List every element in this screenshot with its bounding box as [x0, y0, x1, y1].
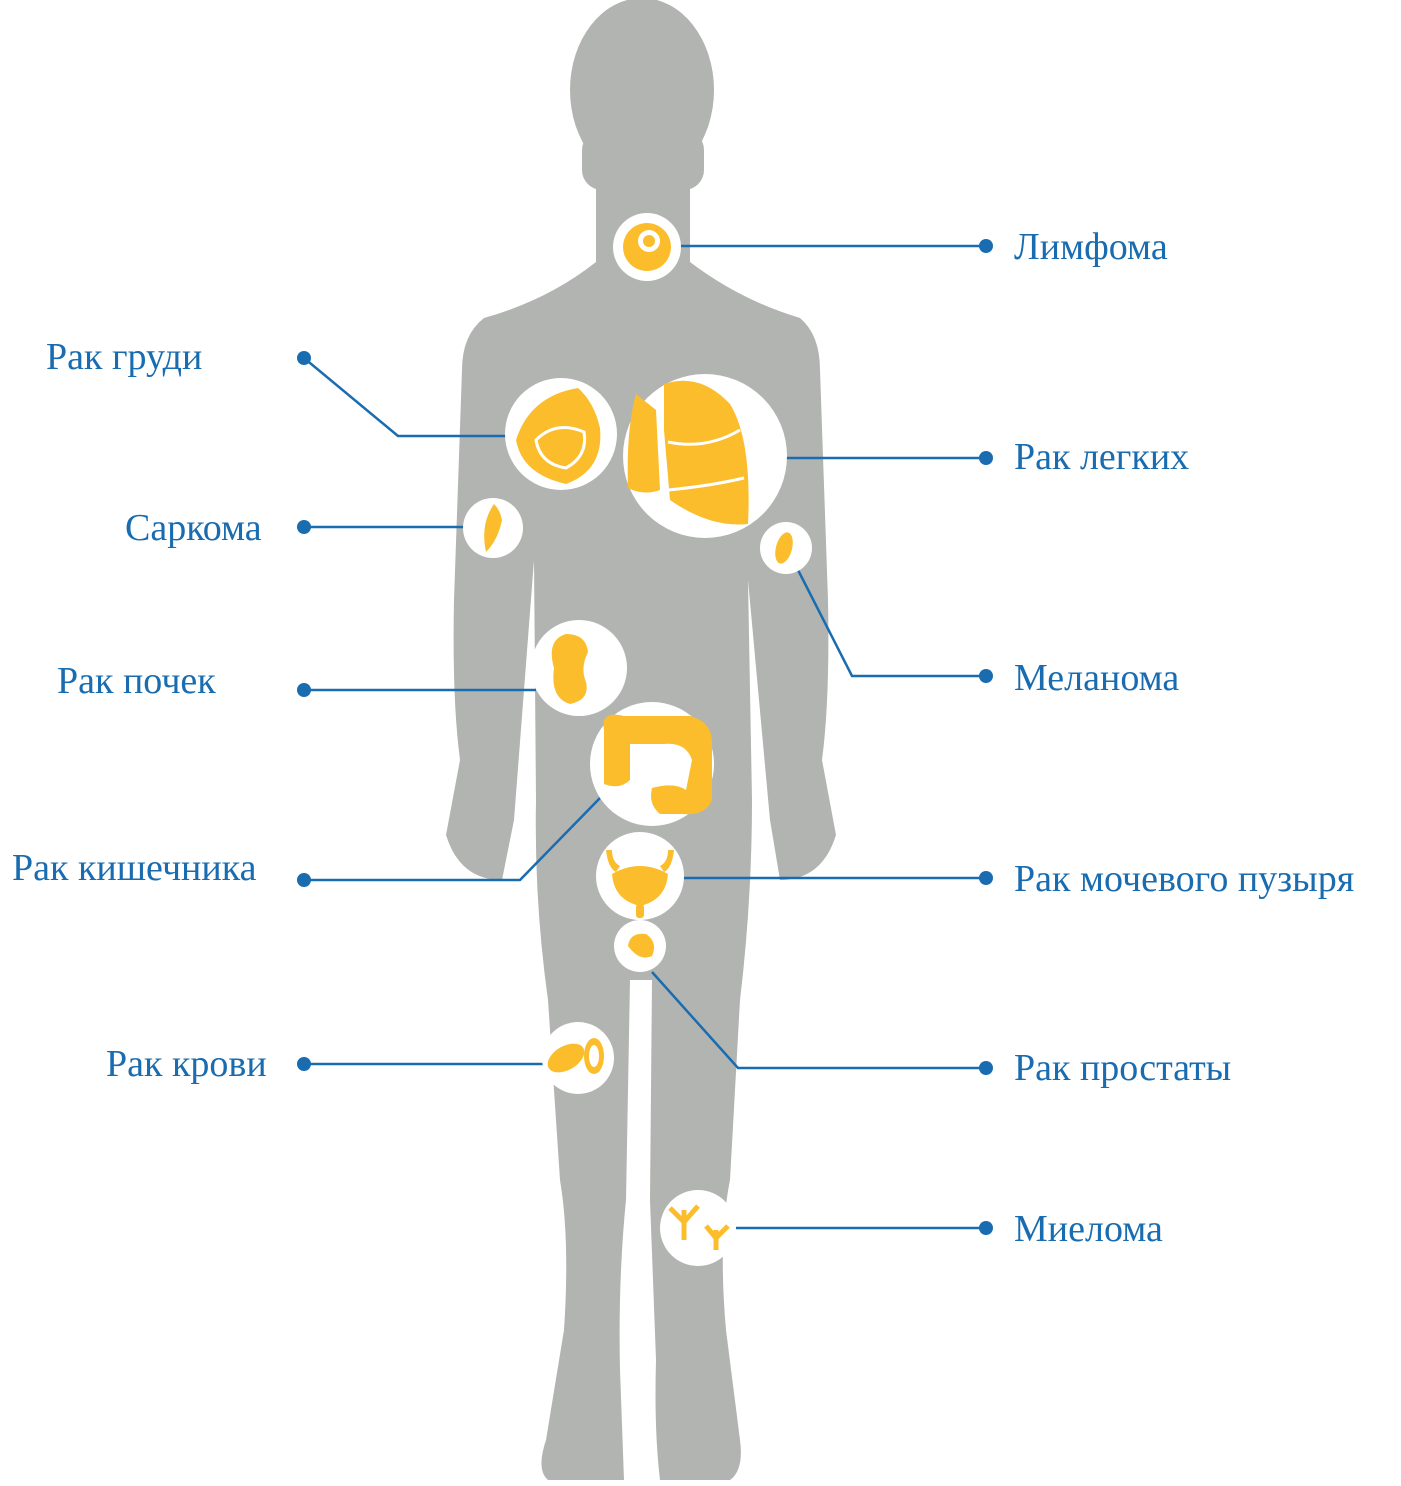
label-myeloma: Миелома [1014, 1208, 1163, 1250]
bladder-icon [596, 832, 684, 920]
label-bowel: Рак кишечника [12, 847, 257, 889]
blood-cell-icon [542, 1022, 614, 1094]
label-prostate: Рак простаты [1014, 1047, 1231, 1089]
intestine-icon [590, 702, 714, 826]
leader-dot-breast [297, 351, 311, 365]
leader-dot-melanoma [979, 669, 993, 683]
leader-dot-myeloma [979, 1221, 993, 1235]
leader-dot-bowel [297, 873, 311, 887]
label-lung: Рак легких [1014, 436, 1189, 478]
label-melanoma: Меланома [1014, 657, 1179, 699]
label-blood: Рак крови [106, 1043, 267, 1085]
leader-dot-sarcoma [297, 520, 311, 534]
leader-dot-lymphoma [979, 239, 993, 253]
label-lymphoma: Лимфома [1014, 226, 1168, 268]
label-bladder: Рак мочевого пузыря [1014, 858, 1354, 900]
lung-icon [623, 374, 787, 538]
leader-dot-lung [979, 451, 993, 465]
skin-mole-icon [760, 522, 812, 574]
antibody-icon [660, 1190, 736, 1266]
muscle-icon [463, 498, 523, 558]
lymph-node-icon [613, 213, 681, 281]
leader-dot-blood [297, 1057, 311, 1071]
leader-dot-prostate [979, 1061, 993, 1075]
kidney-icon [531, 620, 627, 716]
label-kidney: Рак почек [57, 660, 216, 702]
leader-dot-bladder [979, 871, 993, 885]
label-breast: Рак груди [46, 336, 202, 378]
prostate-icon [614, 920, 666, 972]
leader-dot-kidney [297, 683, 311, 697]
label-sarcoma: Саркома [125, 507, 262, 549]
breast-icon [505, 378, 617, 490]
